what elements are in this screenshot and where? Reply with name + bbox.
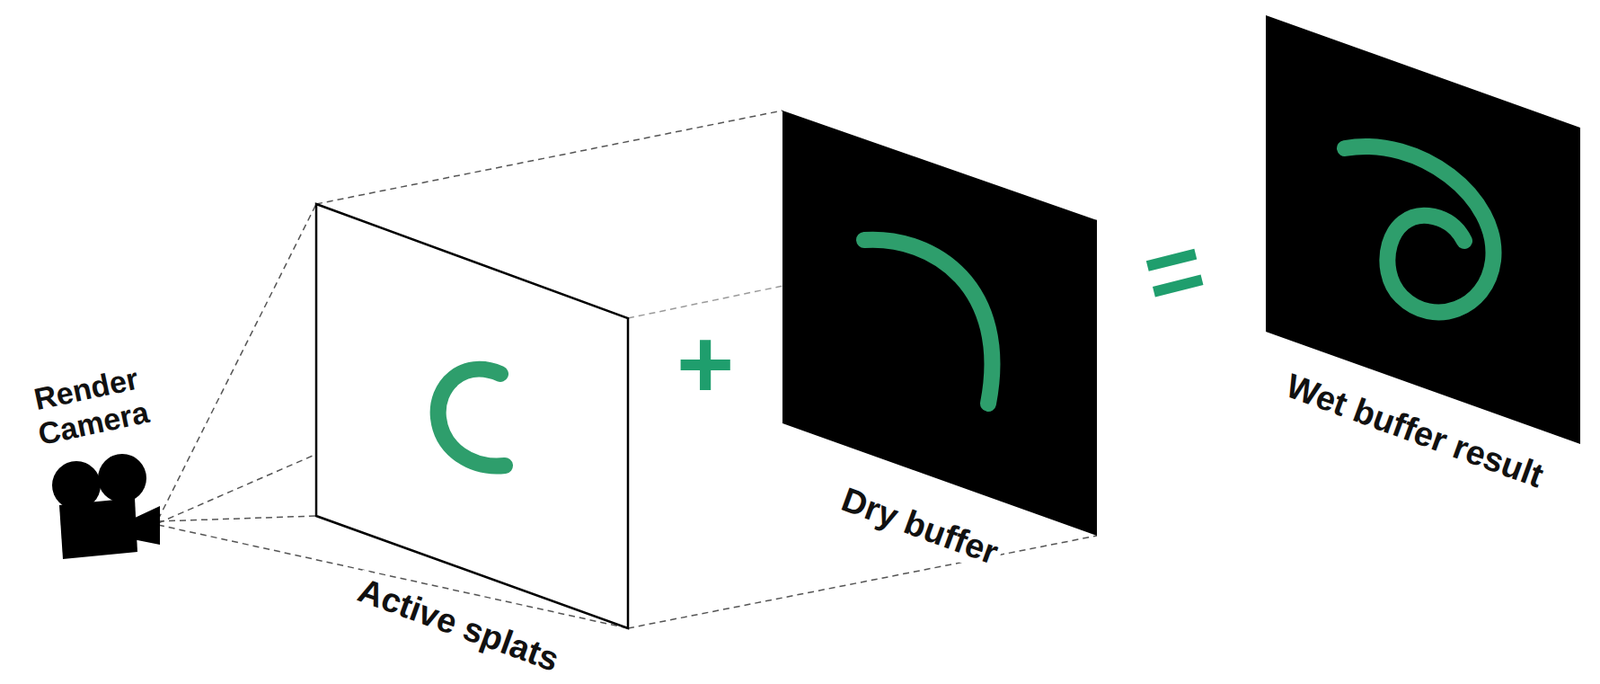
spiral-stroke <box>1344 146 1494 312</box>
arc-stroke <box>864 239 992 404</box>
frustum-line <box>158 203 317 520</box>
camera-body <box>59 497 138 559</box>
frustum-line <box>316 110 783 204</box>
dry-buffer-panel <box>782 110 1097 536</box>
active-splats-panel <box>316 203 628 628</box>
c-stroke <box>438 369 505 467</box>
camera-icon <box>52 453 160 559</box>
frustum-line <box>158 515 317 522</box>
camera-reel <box>97 453 147 503</box>
frustum-lines <box>158 110 1097 628</box>
camera-lens <box>132 505 160 545</box>
camera-label: Render Camera <box>13 356 168 455</box>
frustum-line <box>627 535 1097 628</box>
equals-sign: = <box>1134 216 1215 327</box>
plus-sign: + <box>676 314 734 414</box>
